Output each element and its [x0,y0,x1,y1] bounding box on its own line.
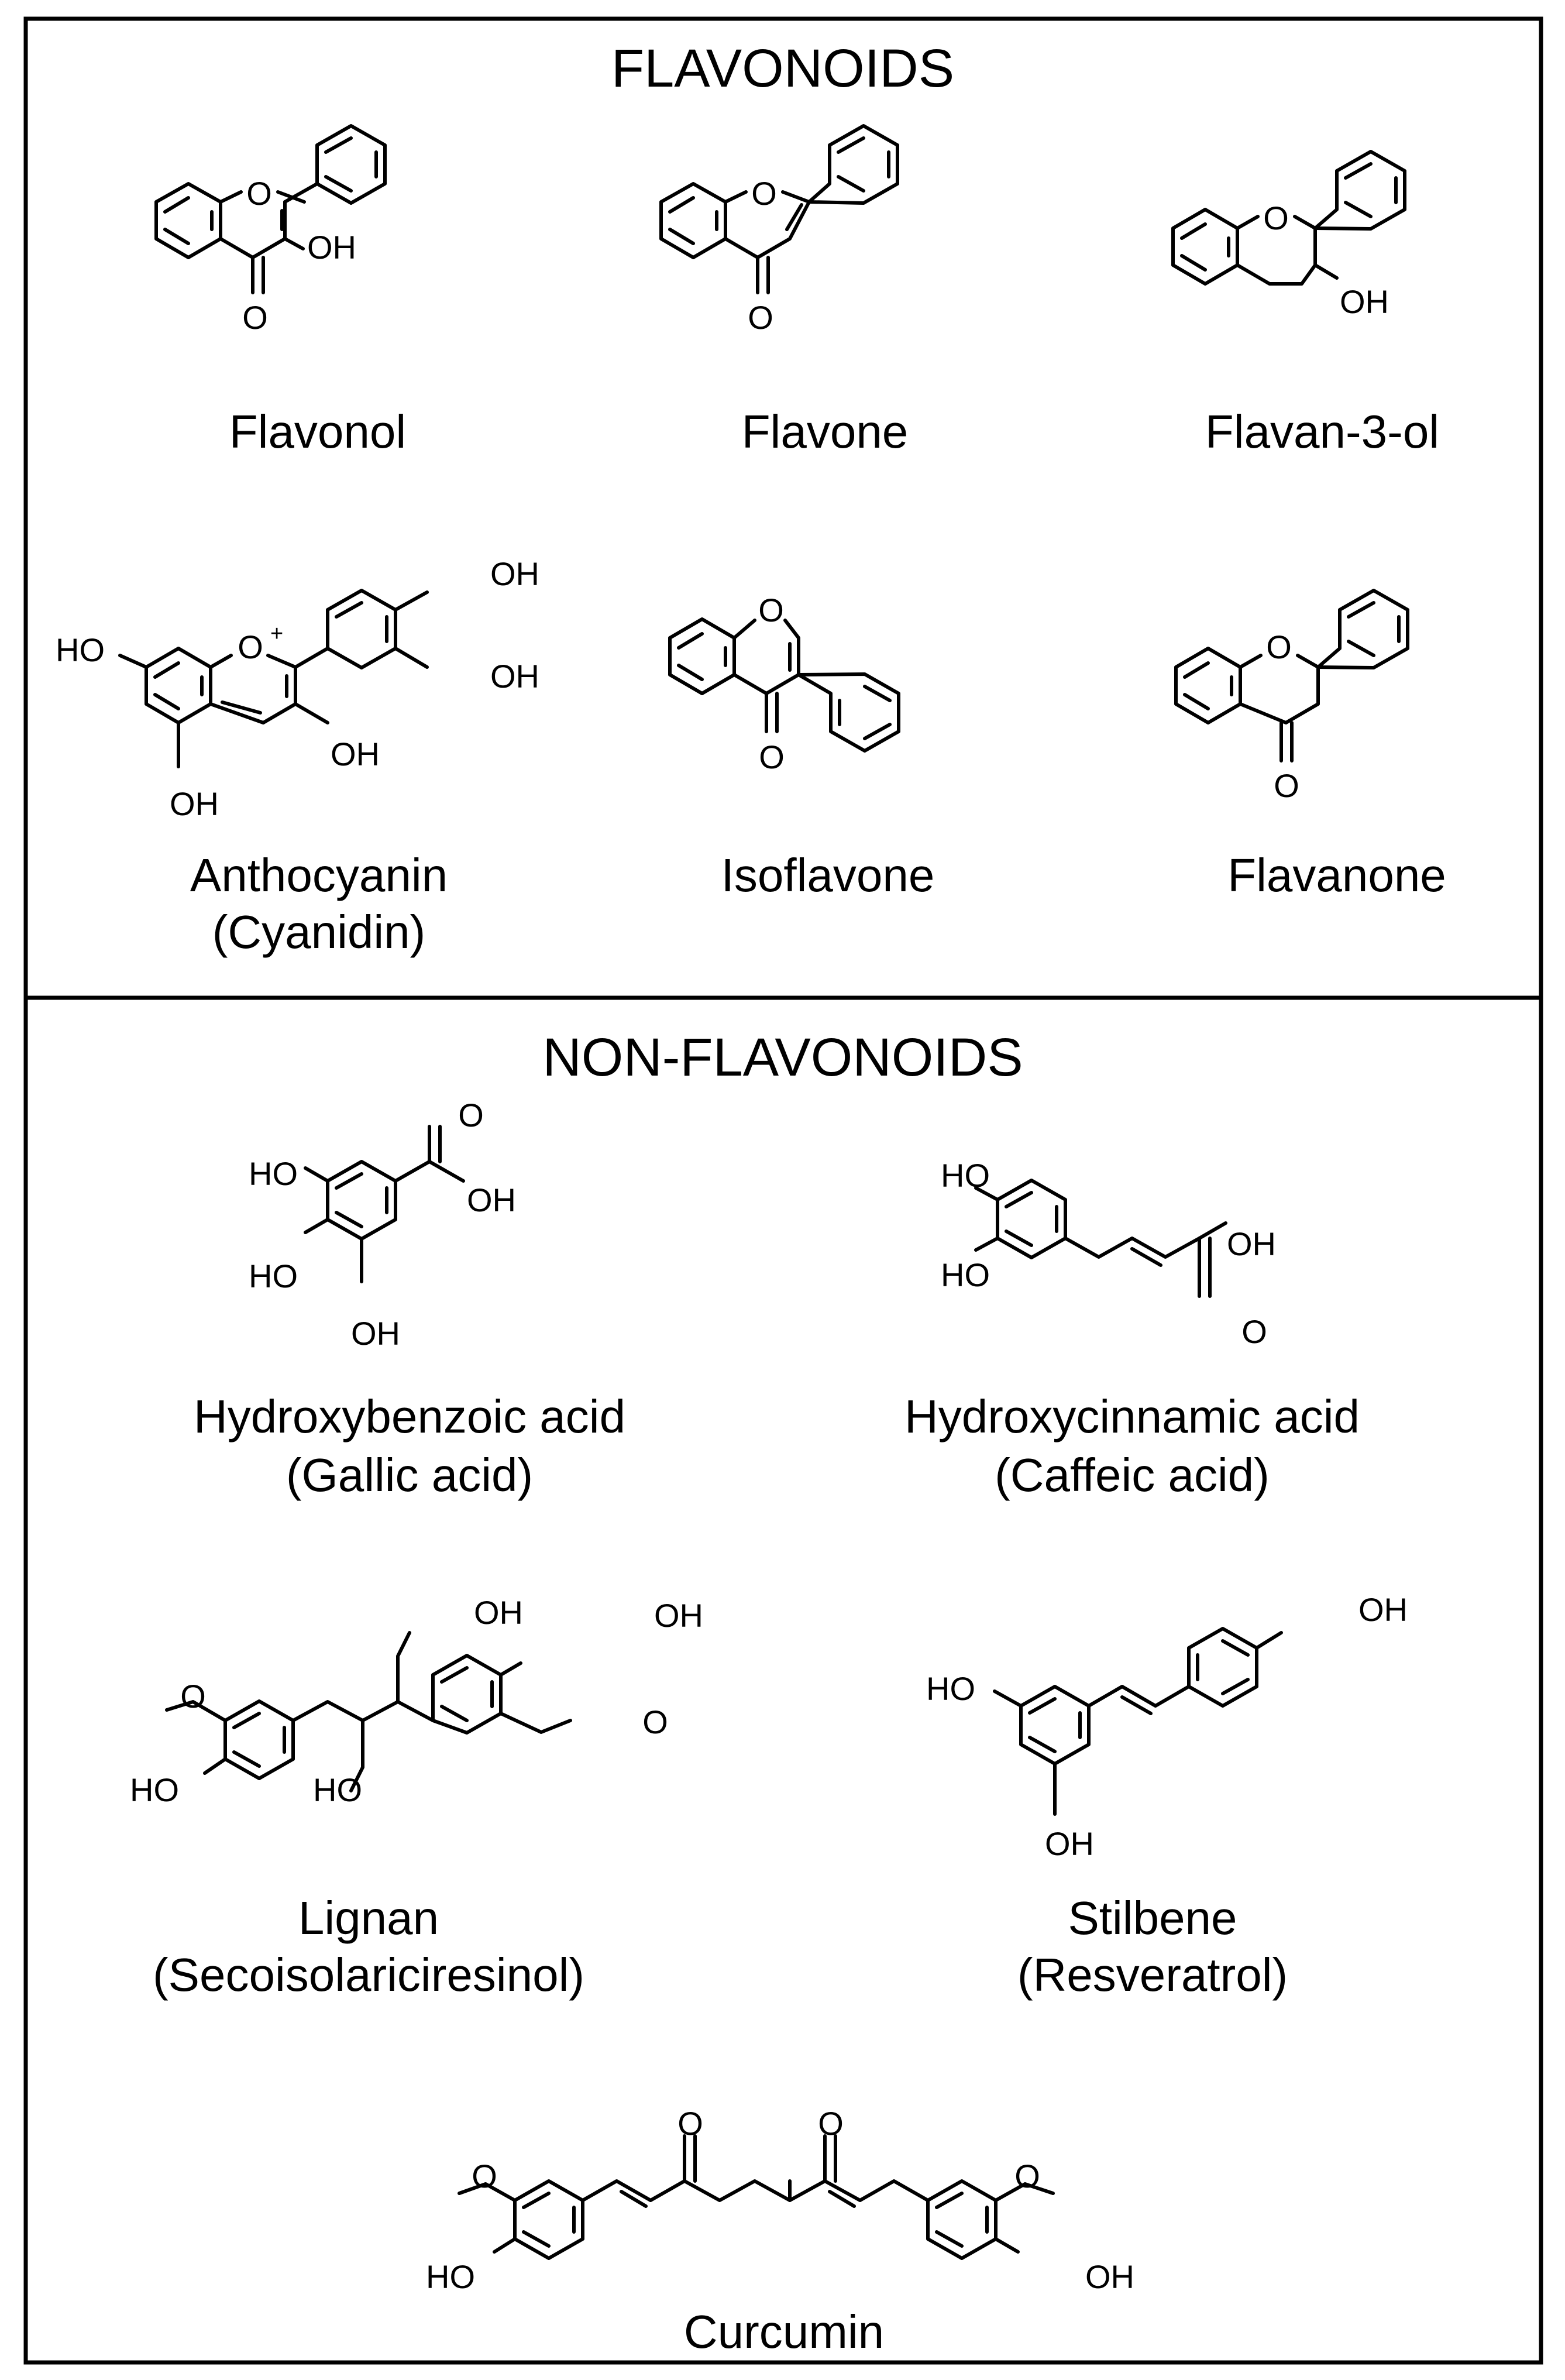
atom-label: O [1274,767,1299,804]
atom-label: HO [249,1258,298,1294]
atom-label: O [758,592,784,629]
atom-label: O [1014,2158,1040,2194]
compound-name: Curcumin [684,2306,884,2358]
atom-label: HO [313,1771,362,1808]
atom-label: O [472,2158,497,2194]
atom-label: OH [467,1182,516,1218]
compound-name: Hydroxycinnamic acid [904,1390,1360,1443]
structure-flavonol: O O OH [154,124,387,336]
atom-label: HO [130,1771,179,1808]
structure-flavanone: O O [1174,589,1409,804]
atom-label: O [1266,629,1292,665]
section-title-non-flavonoids: NON-FLAVONOIDS [542,1028,1023,1087]
structure-caffeic-acid: HO HO OH O [941,1157,1276,1350]
structure-secoisolariciresinol: HO HO OH OH O O [130,1594,703,1808]
atom-label: O [180,1678,206,1715]
structure-curcumin: O O HO OH O O [426,2105,1134,2295]
atom-label: HO [941,1256,990,1293]
atom-label: HO [426,2258,475,2295]
structure-resveratrol: HO OH OH [926,1591,1408,1862]
atom-label: HO [941,1157,990,1194]
atom-label: OH [490,658,539,695]
structure-flavone: O O [659,124,899,336]
atom-label: O [748,299,773,336]
atom-label: OH [1358,1591,1408,1628]
outer-frame [23,16,1543,2365]
compound-example: (Caffeic acid) [995,1449,1270,1501]
compound-name: Isoflavone [721,849,935,901]
atom-label: OH [490,555,539,592]
compound-name: Flavone [742,406,909,458]
atom-label: OH [307,229,356,266]
structure-gallic-acid: O OH HO HO OH [249,1097,516,1352]
atom-label: OH [331,736,380,772]
atom-label: O [458,1097,484,1134]
compound-name: Flavonol [229,406,406,458]
atom-label: OH [1227,1225,1276,1262]
atom-label: O [246,175,272,212]
atom-label: OH [1340,283,1389,320]
atom-label: HO [249,1155,298,1192]
atom-label: OH [351,1315,400,1352]
compound-name: Lignan [298,1892,439,1944]
structure-isoflavone: O O [668,592,900,775]
compound-name: Stilbene [1068,1892,1237,1944]
atom-label: OH [474,1594,523,1631]
compound-example: (Resveratrol) [1017,1949,1288,2001]
atom-label: OH [654,1597,703,1634]
structure-flavan-3-ol: O OH [1171,150,1406,320]
compound-name: Flavanone [1227,849,1446,901]
atom-label: HO [926,1670,975,1707]
atom-label: HO [56,631,105,668]
compound-name: Hydroxybenzoic acid [194,1390,625,1443]
atom-label: OH [1085,2258,1134,2295]
atom-label: O [1241,1313,1267,1350]
atom-label: OH [170,785,219,822]
atom-label: O [1263,200,1289,236]
atom-label: O [238,629,263,665]
compound-example: (Cyanidin) [212,906,426,958]
atom-label: O [677,2105,703,2142]
structure-cyanidin: HO O + OH OH OH OH [56,555,539,822]
compound-example: (Gallic acid) [286,1449,533,1501]
atom-label: O [751,175,777,212]
atom-label: O [818,2105,844,2142]
atom-label: + [270,621,283,646]
section-title-flavonoids: FLAVONOIDS [611,39,954,98]
atom-label: O [642,1704,668,1740]
atom-label: O [242,299,268,336]
compound-example: (Secoisolariciresinol) [153,1949,584,2001]
atom-label: O [759,739,785,775]
compound-name: Flavan-3-ol [1205,406,1439,458]
compound-name: Anthocyanin [190,849,448,901]
atom-label: OH [1045,1825,1094,1862]
